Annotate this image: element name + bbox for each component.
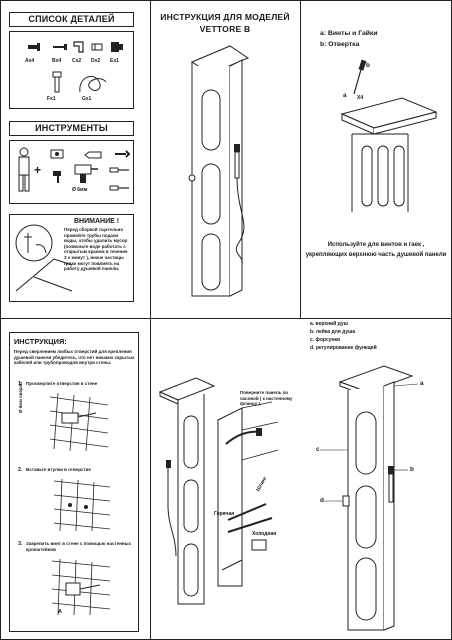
step-3-number: 3. (18, 541, 23, 547)
callout-b-hand-shower: b (410, 466, 414, 473)
level-icon (50, 149, 64, 159)
warning-box: ВНИМАНИЕ ! Перед сборкой тщательно промо… (9, 214, 134, 302)
step-1-drilling-illustration (49, 392, 109, 452)
warning-pipe-lines (15, 258, 73, 292)
shower-panel-install-view (158, 377, 216, 605)
page-left-edge (0, 0, 1, 640)
handshower-icon (52, 71, 62, 93)
tools-heading: ИНСТРУМЕНТЫ (35, 123, 108, 133)
tools-box: + Ø 6мм (9, 140, 134, 204)
hot-water-label: Горячая (214, 511, 235, 517)
legend-function-control: d. регулирование функций (310, 345, 377, 351)
callout-d-control: d (320, 497, 324, 504)
manual-title: ИНСТРУКЦИЯ ДЛЯ МОДЕЛЕЙ (160, 12, 290, 22)
screw-icon (28, 43, 40, 51)
callout-b: b (366, 62, 370, 69)
right-divider (300, 0, 301, 318)
instructions-intro: Перед сверлением любых отверстий для кре… (14, 349, 135, 366)
part-c-label: Сx2 (72, 58, 82, 64)
wrench-icon (115, 150, 131, 158)
cold-water-label: Холодная (252, 531, 277, 537)
screw-count: X4 (357, 95, 364, 101)
step-3-bracket-illustration (51, 558, 111, 616)
screwdriver-2-icon (109, 185, 129, 191)
step-2-number: 2. (18, 467, 23, 473)
step-1-text: Просверлите отверстия в стене (26, 381, 98, 386)
shower-head-top-view (340, 97, 438, 212)
part-g-label: Gx1 (82, 96, 92, 102)
legend-hand-shower: b. лейка для душа (310, 329, 356, 335)
part-e-label: Еx1 (110, 58, 119, 64)
wall-connection-illustration (217, 401, 279, 587)
callout-a-overhead: a (420, 380, 424, 387)
warning-heading: ВНИМАНИЕ ! (74, 218, 120, 225)
screw-long-icon (53, 44, 67, 50)
screws-caption-2: укрепляющих верхнюю часть душевой панели (305, 252, 447, 258)
center-divider (150, 0, 151, 640)
warning-body: Перед сборкой тщательно промойте трубы п… (64, 227, 128, 272)
callout-a: a (343, 92, 347, 99)
pencil-icon (84, 151, 102, 159)
tools-header-box: ИНСТРУМЕНТЫ (9, 121, 134, 136)
legend-overhead-shower: a. верхний душ (310, 321, 348, 327)
screwdriver-detail-icon (353, 59, 367, 95)
step-3-callout: A (58, 609, 62, 615)
bracket-icon (73, 41, 84, 53)
step-2-text: Вставьте втулки в отверстие (26, 467, 91, 472)
instructions-heading: ИНСТРУКЦИЯ: (14, 337, 67, 346)
shower-panel-parts-view (320, 365, 419, 631)
shower-panel-front-view (188, 45, 250, 297)
drill-size-label: Ø 6мм (72, 187, 88, 193)
legend-screws-nuts: a: Винты и Гайки (320, 30, 378, 37)
parts-list-header-box: СПИСОК ДЕТАЛЕЙ (9, 12, 134, 27)
screws-caption-1: Используйте для винтов и гаек , (327, 242, 425, 248)
middle-divider (0, 318, 452, 319)
person-icon (18, 147, 30, 192)
step-1-number: 1. (18, 381, 23, 387)
anchor-icon (91, 43, 103, 51)
part-b-label: Вx4 (52, 58, 62, 64)
wall-bracket-icon (111, 42, 123, 52)
parts-list-heading: СПИСОК ДЕТАЛЕЙ (28, 14, 115, 24)
instructions-box: ИНСТРУКЦИЯ: Перед сверлением любых отвер… (9, 332, 139, 632)
step-3-text: Закрепить винт в стене с помощью настенн… (26, 541, 131, 552)
screwdriver-icon (109, 167, 129, 173)
hose-icon (79, 76, 107, 93)
step-1-dimension: Ø 6мм сверло (18, 381, 23, 413)
step-2-anchor-illustration (53, 478, 111, 532)
legend-jets: c. форсунки (310, 337, 341, 343)
parts-list-box: Аx4 Вx4 Сx2 Dx2 Еx1 Fx1 Gx1 (9, 31, 134, 109)
part-f-label: Fx1 (47, 96, 56, 102)
warning-bubble-icon (15, 224, 53, 262)
hammer-icon (53, 171, 61, 183)
page-top-edge (0, 0, 452, 1)
part-d-label: Dx2 (91, 58, 101, 64)
callout-c-jets: c (316, 446, 320, 453)
drill-icon (74, 164, 98, 183)
legend-screwdriver: b: Отвертка (320, 41, 360, 48)
plus-sign: + (34, 163, 42, 177)
rotate-note: Поверните панель по часовой ( к настенно… (240, 390, 293, 407)
model-name: VETTORE B (199, 24, 251, 34)
part-a-label: Аx4 (25, 58, 35, 64)
